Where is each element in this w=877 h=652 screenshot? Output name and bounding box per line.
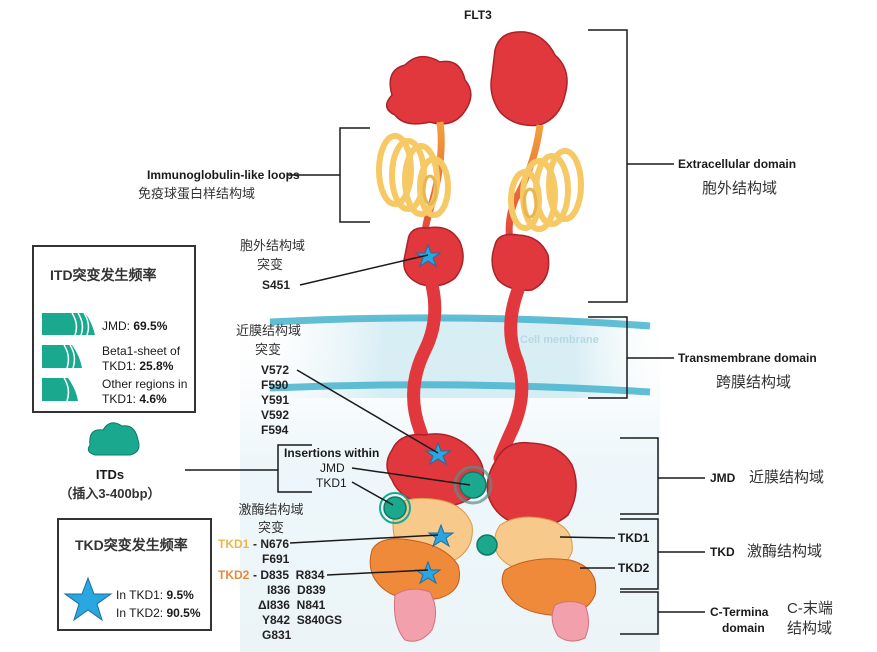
tkd1-label: TKD1 xyxy=(618,531,650,545)
tkd2-left xyxy=(369,538,460,601)
itd-item-value: 69.5% xyxy=(133,319,168,333)
tkd2-site: - D835 R834 xyxy=(253,568,325,582)
jm-mutation-subtitle: 突变 xyxy=(254,342,281,357)
tkd-domain-label-zh: 激酶结构域 xyxy=(747,543,823,560)
itd-item-label: Other regions in TKD1: xyxy=(102,377,188,406)
tkd-item-label: In TKD2: xyxy=(116,606,167,620)
transmembrane-domain-label: Transmembrane domain xyxy=(678,351,817,365)
c-terminal-domain-label: C-Termina xyxy=(710,605,769,619)
itd-jmd-insertion xyxy=(453,465,493,505)
transmembrane-domain-label-zh: 跨膜结构域 xyxy=(716,374,792,391)
ig-loops-label: Immunoglobulin-like loops xyxy=(147,168,300,182)
c-terminal-right xyxy=(551,601,589,642)
extracellular-domain-blob-right xyxy=(491,233,550,292)
itd-box-title: ITD突变发生频率 xyxy=(50,267,157,283)
itd-item-label: JMD: xyxy=(102,319,134,333)
tkd-domain-label: TKD xyxy=(710,545,735,559)
extracellular-mutation-title: 胞外结构域 xyxy=(240,238,306,253)
itd-cloud-icon xyxy=(87,422,140,456)
c-terminal-domain-label-2: domain xyxy=(722,621,765,635)
mutation-site: Y591 xyxy=(261,393,290,407)
itd-tkd1-insertion-right xyxy=(476,534,498,556)
star-tkd1 xyxy=(427,523,455,548)
itd-tkd1-insertion xyxy=(379,492,411,524)
itd-frequency-box: ITD突变发生频率 JMD: 69.5% Beta1-sheet of TKD1… xyxy=(32,245,196,413)
itd-item-label: Beta1-sheet of TKD1: xyxy=(102,344,181,373)
extracellular-domain-label: Extracellular domain xyxy=(678,157,797,171)
itd-item-value: 25.8% xyxy=(139,359,174,373)
tkd1-tag: TKD1 xyxy=(218,537,250,551)
tkd2-site: Y842 S840GS xyxy=(262,613,343,627)
c-terminal-domain-label-zh: C-末端 xyxy=(787,600,833,617)
jm-mutation-site-list: V572 F590 Y591 V592 F594 xyxy=(261,363,289,438)
tkd2-tag: TKD2 xyxy=(218,568,250,582)
ig-domain-top-right xyxy=(490,31,568,127)
mutation-site: F590 xyxy=(261,378,289,392)
tkd2-site: G831 xyxy=(262,628,292,642)
ig-loops-right xyxy=(508,148,584,232)
itd-item-value: 4.6% xyxy=(139,392,167,406)
itd-item-jmd: JMD: 69.5% xyxy=(102,319,167,334)
insertions-title: Insertions within xyxy=(284,446,380,460)
kinase-mutation-subtitle: 突变 xyxy=(257,520,284,535)
tkd-item-label: In TKD1: xyxy=(116,588,167,602)
insertions-jmd-label: JMD xyxy=(320,461,345,475)
tkd-item-value: 90.5% xyxy=(166,606,201,620)
jmd-domain-label: JMD xyxy=(710,471,736,485)
transmembrane-helix-right xyxy=(493,283,529,465)
mutation-site: V572 xyxy=(261,363,290,377)
tkd2-label: TKD2 xyxy=(618,561,650,575)
itds-label: ITDs xyxy=(95,467,125,482)
ig-domain-top-left xyxy=(386,56,472,125)
jmd-domain-label-zh: 近膜结构域 xyxy=(749,469,825,486)
tkd2-site: I836 D839 xyxy=(267,583,326,597)
tkd-item-value: 9.5% xyxy=(166,588,194,602)
mutation-site-s451: S451 xyxy=(262,278,291,292)
tkd1-site: F691 xyxy=(262,552,290,566)
c-terminal-domain-label-zh-2: 结构域 xyxy=(787,620,833,637)
cell-membrane: Cell membrane xyxy=(269,314,651,398)
extracellular-mutation-subtitle: 突变 xyxy=(256,257,283,272)
ig-loops-left xyxy=(376,133,451,218)
c-terminal-left xyxy=(394,588,436,642)
mutation-site: V592 xyxy=(261,408,290,422)
tkd-item-tkd2: In TKD2: 90.5% xyxy=(116,606,201,621)
jmd-blob-right xyxy=(486,441,577,528)
itds-sublabel: （插入3-400bp） xyxy=(59,486,161,501)
extracellular-domain-label-zh: 胞外结构域 xyxy=(702,180,778,197)
tkd1-site: - N676 xyxy=(253,537,290,551)
jm-mutation-title: 近膜结构域 xyxy=(236,323,302,338)
star-jmd xyxy=(424,441,452,466)
tkd-box-title: TKD突变发生频率 xyxy=(75,537,188,553)
itd-item-beta1: Beta1-sheet of TKD1: 25.8% xyxy=(102,344,194,374)
tkd-frequency-box: TKD突变发生频率 In TKD1: 9.5% In TKD2: 90.5% xyxy=(57,518,212,631)
membrane-label: Cell membrane xyxy=(520,334,599,346)
insertions-tkd1-label: TKD1 xyxy=(316,476,347,490)
mutation-site: F594 xyxy=(261,423,289,437)
tkd-item-tkd1: In TKD1: 9.5% xyxy=(116,588,194,603)
ig-loops-label-zh: 免疫球蛋白样结构域 xyxy=(138,186,256,201)
diagram-title: FLT3 xyxy=(464,8,492,22)
tkd2-site: ΔI836 N841 xyxy=(258,598,326,612)
kinase-mutation-title: 激酶结构域 xyxy=(238,502,304,517)
itd-item-other: Other regions in TKD1: 4.6% xyxy=(102,377,194,407)
